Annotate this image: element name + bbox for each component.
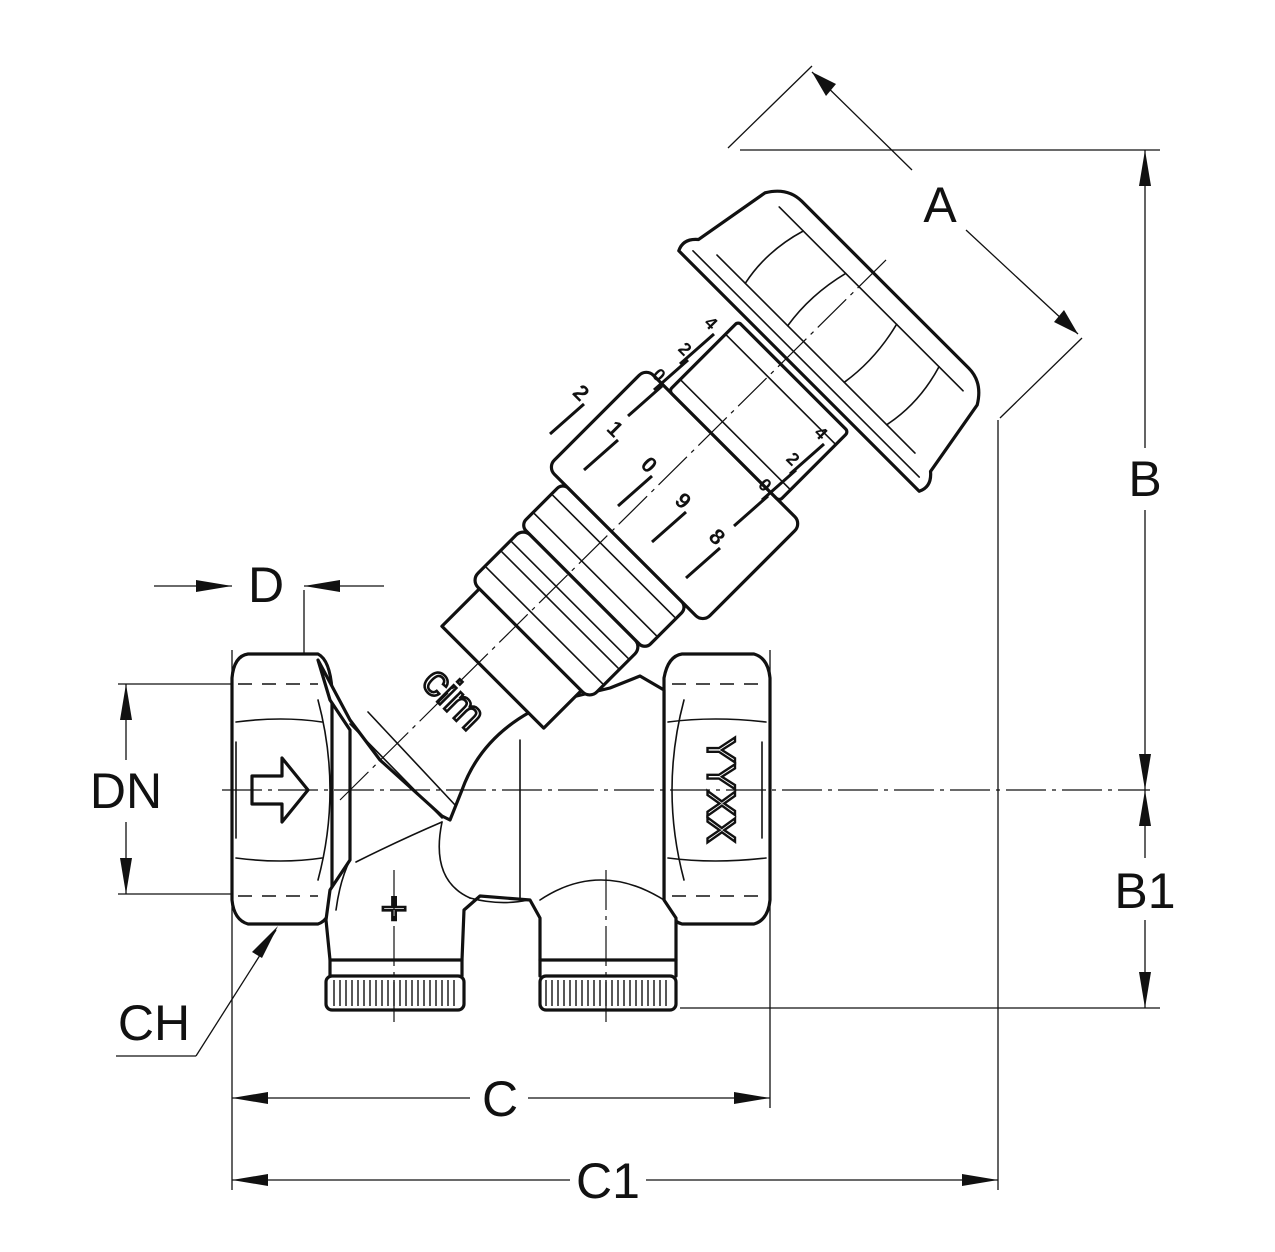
- scale-tick: [549, 402, 585, 436]
- scale-tick: [583, 438, 619, 472]
- scale-tick: [653, 358, 689, 392]
- dim-label-c: C: [482, 1071, 518, 1127]
- scale-tick: [789, 442, 825, 476]
- scale-tick: [651, 510, 687, 544]
- extension-lines: [118, 65, 1160, 1190]
- scale-tick: [733, 494, 769, 528]
- dim-label-d: D: [248, 557, 284, 613]
- scale-tick: [685, 546, 721, 580]
- scale-number: 2: [568, 380, 594, 406]
- dim-label-dn: DN: [90, 763, 162, 819]
- valve-head-assembly: [440, 189, 981, 730]
- right-test-port-knurl: [545, 980, 667, 1006]
- dim-label-b1: B1: [1114, 863, 1175, 919]
- scale-number: 4: [700, 313, 721, 334]
- scale-tick: [627, 384, 663, 418]
- scale-number: 2: [674, 339, 695, 360]
- flow-arrow-icon: [250, 756, 310, 824]
- scale-tick: [679, 332, 715, 366]
- scale-tick: [617, 474, 653, 508]
- dim-label-c1: C1: [576, 1153, 640, 1209]
- dim-label-a: A: [923, 177, 957, 233]
- dim-label-ch: CH: [118, 995, 190, 1051]
- scale-tick: [761, 468, 797, 502]
- center-lines: [222, 255, 1150, 1024]
- valve-body: [230, 652, 772, 1012]
- dimension-lines: [116, 71, 1151, 1186]
- dim-label-b: B: [1128, 451, 1161, 507]
